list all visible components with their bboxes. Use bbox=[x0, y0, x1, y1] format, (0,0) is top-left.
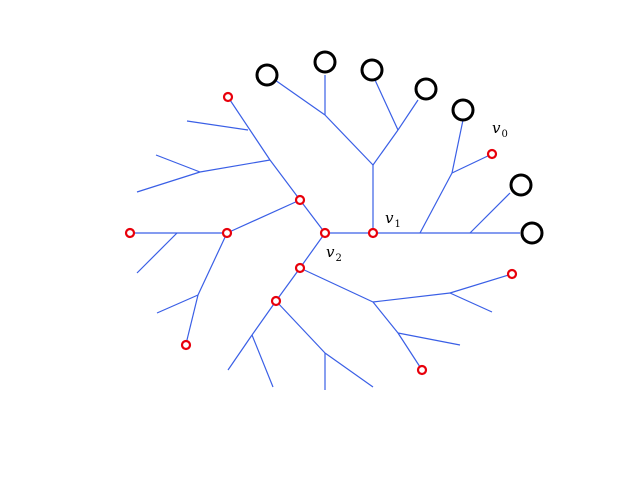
label-v0: v0 bbox=[492, 119, 508, 140]
black-leaf-node bbox=[313, 50, 337, 74]
tree-edge bbox=[299, 267, 374, 303]
tree-edge bbox=[227, 96, 271, 161]
tree-edge bbox=[372, 292, 451, 303]
red-node bbox=[294, 194, 306, 206]
black-leaf-node bbox=[414, 77, 438, 101]
tree-edge bbox=[397, 99, 419, 131]
tree-edge bbox=[136, 232, 178, 274]
tree-edge bbox=[156, 294, 199, 314]
tree-edge bbox=[449, 273, 513, 294]
red-node bbox=[124, 227, 136, 239]
label-v2: v2 bbox=[326, 243, 342, 264]
black-leaf-node bbox=[509, 173, 533, 197]
black-leaf-node bbox=[255, 63, 279, 87]
tree-edge bbox=[469, 192, 511, 234]
tree-edge bbox=[136, 171, 201, 193]
tree-edge bbox=[419, 172, 453, 234]
tree-edge bbox=[374, 79, 399, 131]
tree-edge bbox=[372, 129, 399, 166]
red-node-v2 bbox=[294, 262, 306, 274]
tree-edge bbox=[186, 120, 249, 131]
tree-edge bbox=[299, 199, 326, 234]
tree-edge bbox=[199, 159, 271, 173]
tree-edge bbox=[449, 292, 493, 313]
tree-edge bbox=[372, 301, 399, 334]
black-leaf-node bbox=[520, 221, 544, 245]
tree-edge bbox=[197, 232, 228, 296]
red-node bbox=[222, 91, 234, 103]
tree-edge bbox=[324, 352, 374, 388]
red-node bbox=[180, 339, 192, 351]
tree-edge bbox=[269, 159, 301, 201]
tree-edge bbox=[275, 267, 301, 302]
tree-edge bbox=[251, 300, 277, 336]
tree-edge bbox=[275, 300, 326, 354]
tree-edge bbox=[227, 334, 253, 371]
tree-edge bbox=[451, 119, 464, 174]
tree-edge bbox=[155, 154, 201, 173]
tree-edge bbox=[251, 334, 274, 388]
tree-edge bbox=[324, 114, 374, 166]
tree-edge bbox=[397, 332, 461, 346]
tree-edge bbox=[274, 79, 326, 116]
red-node bbox=[506, 268, 518, 280]
tree-edge bbox=[185, 294, 199, 345]
label-v1: v1 bbox=[385, 209, 401, 230]
red-node-v2-left bbox=[319, 227, 331, 239]
tree-edge bbox=[299, 232, 326, 269]
red-node-v0 bbox=[486, 148, 498, 160]
tree-nodes bbox=[124, 50, 544, 376]
tree-edge bbox=[397, 332, 423, 371]
black-leaf-node bbox=[360, 58, 384, 82]
tree-edges bbox=[130, 75, 520, 390]
tree-edge bbox=[451, 153, 493, 174]
red-node-v1 bbox=[367, 227, 379, 239]
red-node bbox=[221, 227, 233, 239]
red-node bbox=[416, 364, 428, 376]
black-leaf-node bbox=[451, 98, 475, 122]
tree-edge bbox=[226, 199, 301, 234]
red-node bbox=[270, 295, 282, 307]
